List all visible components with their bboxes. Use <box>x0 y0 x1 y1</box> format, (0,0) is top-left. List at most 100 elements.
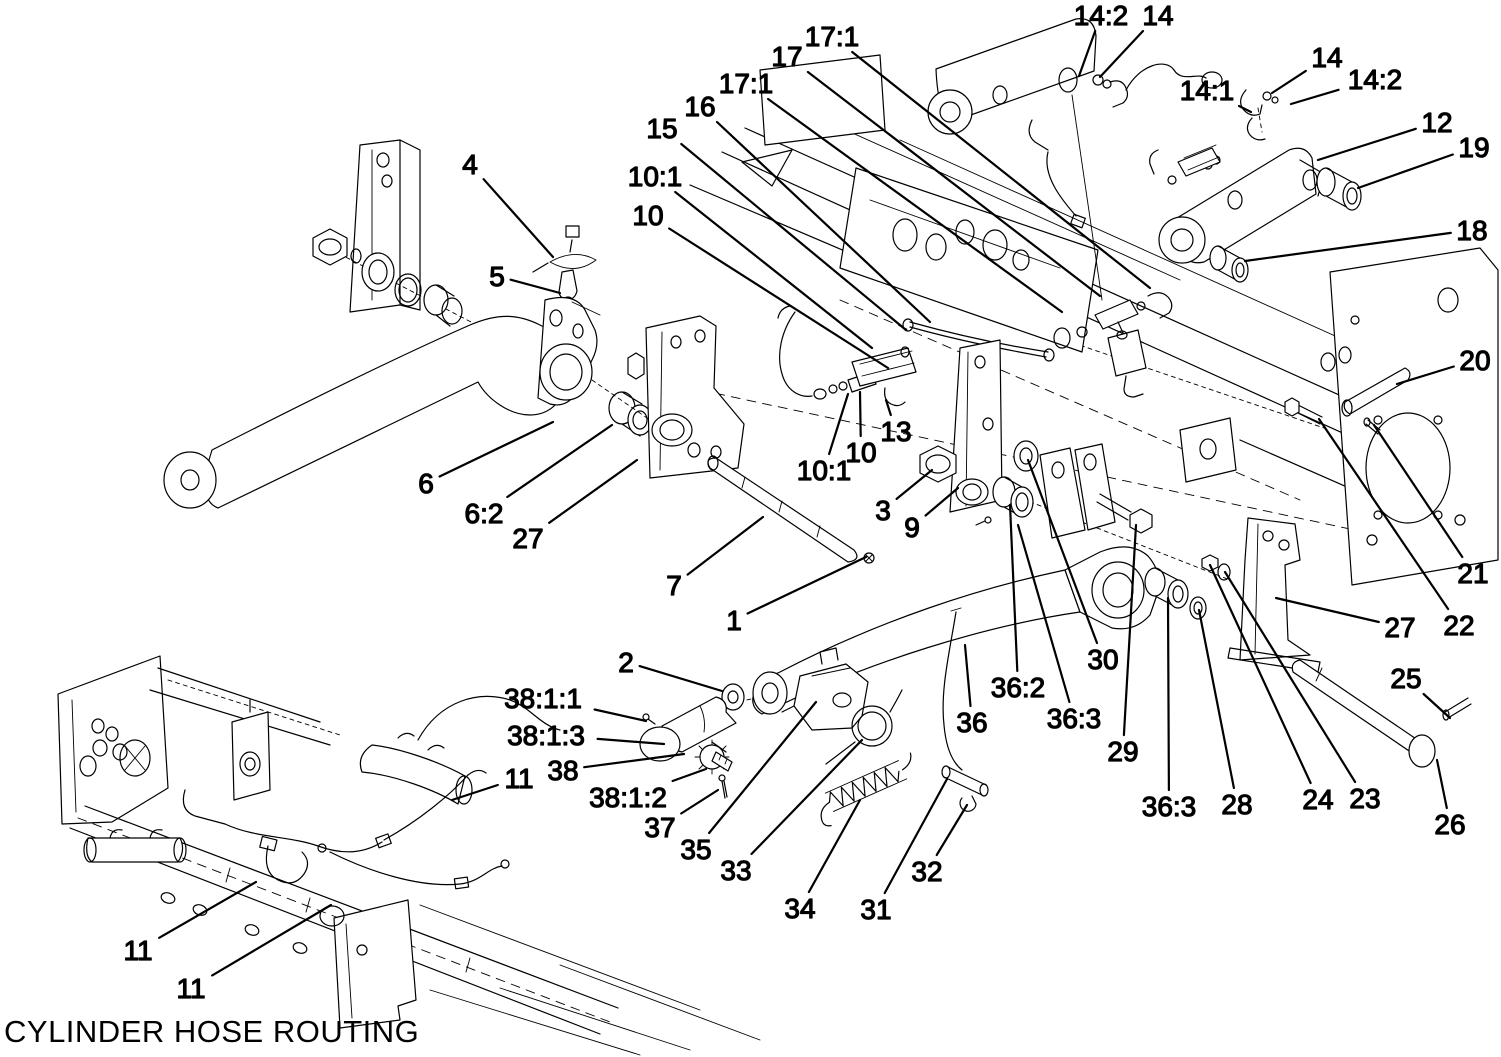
part-callout-14:1: 14:1 <box>1180 75 1235 106</box>
leader-line-11 <box>211 903 333 977</box>
part-callout-28: 28 <box>1221 789 1252 820</box>
leader-line-27 <box>548 458 639 524</box>
leader-line-27 <box>1274 596 1380 624</box>
part-callout-14:2: 14:2 <box>1074 0 1129 31</box>
part-callout-21: 21 <box>1457 558 1488 589</box>
part-callout-12: 12 <box>1421 107 1452 138</box>
leader-line-14 <box>1098 29 1145 79</box>
leader-line-9 <box>924 486 960 517</box>
leader-line-36:3 <box>1166 596 1171 792</box>
leader-line-31 <box>883 777 949 895</box>
part-callout-14: 14 <box>1311 42 1342 73</box>
hose-routing-inset <box>57 655 761 1056</box>
leader-line-38:1:2 <box>671 767 708 783</box>
left-lift-arm <box>163 297 660 509</box>
leader-line-5 <box>509 278 562 295</box>
part-callout-19: 19 <box>1458 132 1489 163</box>
leader-line-18 <box>1243 231 1452 263</box>
leader-line-38:1:3 <box>596 737 666 746</box>
leader-line-17 <box>806 70 1102 298</box>
part-callout-30: 30 <box>1087 644 1118 675</box>
leader-line-10 <box>668 227 890 370</box>
part-callout-10: 10 <box>845 437 876 468</box>
leader-line-20 <box>1395 365 1455 386</box>
part-callout-2: 2 <box>618 647 634 678</box>
part-callout-36:3: 36:3 <box>1047 703 1102 734</box>
leader-line-6:2 <box>506 423 614 499</box>
part-callout-5: 5 <box>489 261 505 292</box>
leader-line-36 <box>963 643 972 708</box>
leader-line-21 <box>1372 423 1464 559</box>
leader-line-17:1 <box>851 50 1152 290</box>
part-callout-38:1:2: 38:1:2 <box>589 782 667 813</box>
leader-line-30 <box>1026 458 1099 645</box>
leader-line-38 <box>583 752 686 769</box>
leader-line-14:2 <box>1077 29 1097 78</box>
leader-line-16 <box>715 120 932 324</box>
leader-line-14:2 <box>1289 88 1340 106</box>
leader-line-17:1 <box>766 97 1064 314</box>
tee-fitting-cluster <box>1053 292 1173 398</box>
part-callout-33: 33 <box>720 855 751 886</box>
frame-rails <box>689 54 1499 586</box>
part-callout-34: 34 <box>784 893 815 924</box>
part-callout-38: 38 <box>547 755 578 786</box>
valve-and-hose <box>777 305 1055 407</box>
part-callout-26: 26 <box>1434 809 1465 840</box>
leader-line-37 <box>680 788 720 815</box>
part-callout-10:1: 10:1 <box>628 161 683 192</box>
part-callout-11: 11 <box>176 973 205 1004</box>
latch-and-springs <box>781 607 989 827</box>
part-callout-25: 25 <box>1390 663 1421 694</box>
leader-line-11 <box>450 783 499 802</box>
part-callout-15: 15 <box>646 113 677 144</box>
leader-line-2 <box>638 664 724 693</box>
part-callout-1: 1 <box>726 605 742 636</box>
leader-line-10 <box>858 390 862 438</box>
part-callout-13: 13 <box>880 416 911 447</box>
leader-line-7 <box>686 515 765 576</box>
part-callout-27: 27 <box>512 523 543 554</box>
leader-line-29 <box>1122 523 1138 737</box>
part-callout-31: 31 <box>860 894 891 925</box>
part-callout-18: 18 <box>1456 215 1487 246</box>
leader-lines-layer <box>158 29 1464 977</box>
part-callout-3: 3 <box>875 495 891 526</box>
leader-line-24 <box>1208 563 1312 785</box>
part-callout-10:1: 10:1 <box>797 455 852 486</box>
cylinder-12 <box>1149 89 1362 283</box>
leader-line-6 <box>438 420 555 478</box>
part-callout-24: 24 <box>1302 784 1333 815</box>
leader-line-33 <box>750 738 864 856</box>
top-cylinder <box>927 18 1223 301</box>
part-callout-32: 32 <box>911 856 942 887</box>
part-callout-4: 4 <box>462 149 478 180</box>
leader-line-38:1:1 <box>593 708 648 723</box>
leader-line-36:2 <box>1008 503 1019 673</box>
leader-line-15 <box>680 142 908 332</box>
part-callout-20: 20 <box>1459 345 1490 376</box>
part-callout-29: 29 <box>1107 736 1138 767</box>
figure-title: CYLINDER HOSE ROUTING <box>4 1014 420 1049</box>
part-callout-6: 6 <box>418 468 434 499</box>
leader-line-14:1 <box>1237 104 1253 114</box>
part-callout-9: 9 <box>904 512 920 543</box>
part-callout-7: 7 <box>666 570 682 601</box>
part-callout-36: 36 <box>956 707 987 738</box>
part-callout-38:1:1: 38:1:1 <box>504 683 582 714</box>
part-callout-17:1: 17:1 <box>719 68 774 99</box>
leader-line-4 <box>482 178 555 259</box>
leader-line-19 <box>1356 153 1454 190</box>
part-callout-17: 17 <box>771 41 802 72</box>
leader-line-28 <box>1197 608 1236 790</box>
leader-line-34 <box>807 798 862 894</box>
part-callout-11: 11 <box>504 763 533 794</box>
part-callout-17:1: 17:1 <box>805 21 860 52</box>
part-callout-38:1:3: 38:1:3 <box>507 720 585 751</box>
leader-line-23 <box>1223 570 1357 784</box>
leader-line-25 <box>1422 692 1452 720</box>
leader-line-36:3 <box>1016 523 1071 704</box>
part-callout-11: 11 <box>123 935 152 966</box>
leader-line-1 <box>746 555 868 615</box>
